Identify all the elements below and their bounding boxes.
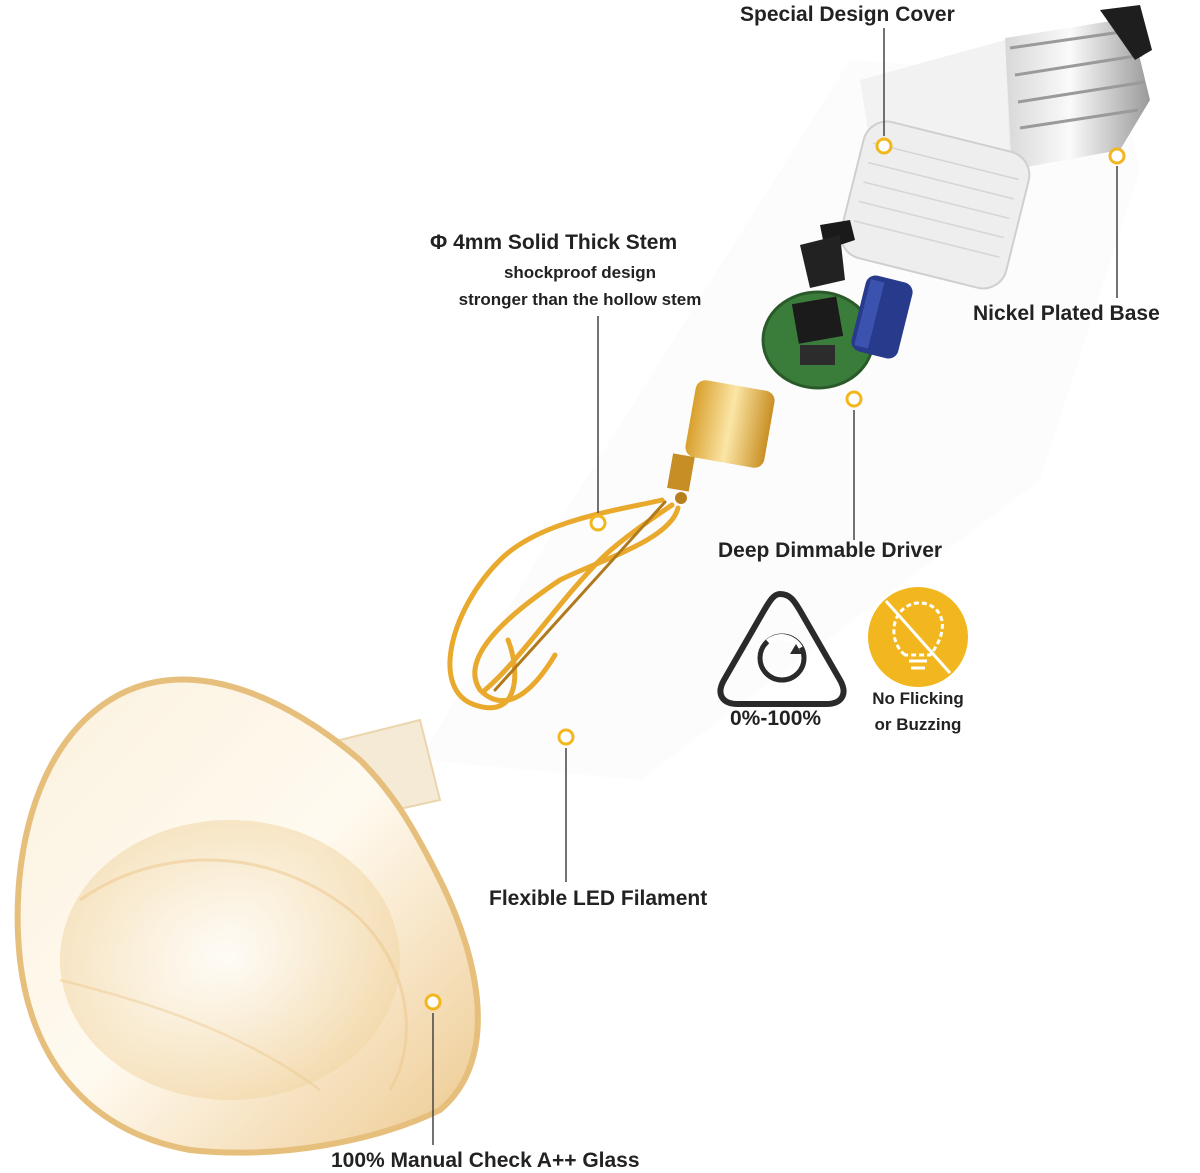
callout-base-label: Nickel Plated Base: [973, 302, 1160, 325]
callout-markers: [424, 137, 1126, 1011]
led-filament: [447, 497, 681, 710]
marker-glass: [424, 993, 442, 1011]
callout-driver-label: Deep Dimmable Driver: [718, 539, 943, 562]
marker-filament: [557, 728, 575, 746]
knurled-cover: [839, 120, 1031, 290]
leader-lines: [432, 28, 1118, 1145]
marker-cover: [875, 137, 893, 155]
callout-stem-title: Φ 4mm Solid Thick Stem: [430, 231, 678, 254]
callout-cover-label: Special Design Cover: [740, 3, 955, 26]
bulb-body-outline: [420, 60, 1140, 780]
no-flicker-line1: No Flicking: [872, 689, 964, 708]
callout-glass-label: 100% Manual Check A++ Glass: [331, 1149, 640, 1172]
callout-filament-label: Flexible LED Filament: [489, 887, 708, 910]
dimming-range-label: 0%-100%: [730, 707, 822, 730]
dimmer-triangle-icon: [717, 591, 847, 707]
glass-stem: [667, 380, 775, 504]
marker-driver: [845, 390, 863, 408]
no-flicker-bulb-icon: [868, 587, 968, 687]
driver-board: [761, 220, 913, 390]
callout-stem-line1: shockproof design: [503, 263, 657, 282]
no-flicker-line2: or Buzzing: [874, 715, 962, 734]
marker-stem: [589, 514, 607, 532]
callout-stem-line2: stronger than the hollow stem: [458, 290, 702, 309]
heart-glass-shell: [14, 676, 481, 1156]
marker-base: [1108, 147, 1126, 165]
